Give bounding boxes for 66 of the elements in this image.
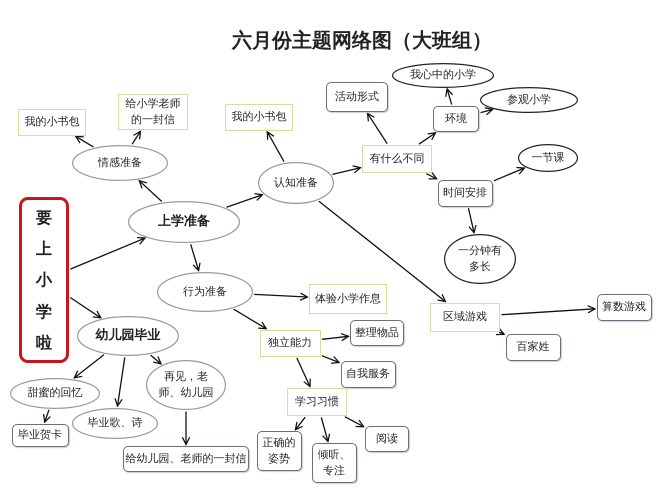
topic-box: 体验小学作息	[309, 284, 387, 314]
arrow	[322, 355, 340, 364]
arrow	[70, 236, 146, 270]
topic-ellipse: 参观小学	[480, 87, 578, 113]
topic-box: 自我服务	[340, 360, 396, 388]
topic-box: 我的小书包	[225, 104, 293, 130]
arrow	[190, 244, 201, 272]
arrow	[426, 172, 438, 180]
topic-box: 有什么不同	[362, 145, 432, 173]
topic-box: 给幼儿园、老师的一封信	[123, 446, 249, 472]
arrow	[266, 131, 285, 162]
arrow	[75, 136, 94, 148]
arrow	[226, 193, 264, 208]
topic-box: 时间安排	[438, 180, 492, 206]
topic-box: 我的小书包	[18, 108, 86, 136]
topic-box: 算数游戏	[596, 294, 652, 320]
topic-box: 环境	[433, 106, 479, 132]
title: 六月份主题网络图（大班组）	[232, 27, 492, 54]
arrow	[296, 358, 311, 388]
arrow	[494, 166, 526, 182]
arrow	[468, 208, 477, 234]
arrow	[254, 292, 308, 301]
arrow	[150, 354, 162, 365]
topic-box: 百家姓	[506, 334, 560, 360]
topic-ellipse: 我心中的小学	[392, 62, 494, 88]
topic-ellipse: 情感准备	[72, 145, 168, 181]
arrow	[480, 107, 494, 116]
topic-ellipse: 行为准备	[157, 272, 253, 312]
arrow	[501, 305, 596, 316]
arrow	[318, 200, 446, 302]
arrow	[332, 165, 362, 176]
topic-box: 要上小学啦	[19, 197, 69, 363]
topic-box: 给小学老师的一封信	[118, 94, 188, 130]
topic-box: 活动形式	[326, 82, 388, 112]
arrow	[114, 357, 126, 407]
topic-ellipse: 甜蜜的回忆	[10, 378, 100, 408]
arrow	[445, 88, 454, 105]
arrow	[320, 417, 330, 442]
arrow	[182, 412, 190, 446]
arrow	[43, 410, 52, 423]
topic-ellipse: 一节课	[518, 144, 578, 172]
arrow	[138, 180, 162, 202]
arrow	[132, 130, 142, 145]
topic-ellipse: 再见，老师、幼儿园	[146, 360, 226, 410]
topic-ellipse: 幼儿园毕业	[77, 316, 179, 356]
topic-box: 学习习惯	[287, 388, 347, 416]
topic-box: 阅读	[365, 426, 409, 452]
topic-box: 独立能力	[260, 330, 320, 356]
arrow	[70, 296, 102, 319]
arrow	[366, 112, 388, 144]
topic-ellipse: 上学准备	[128, 201, 240, 243]
arrow	[233, 308, 267, 330]
topic-ellipse: 一分钟有多长	[444, 234, 516, 284]
arrow	[74, 354, 104, 379]
topic-box: 倾听、专注	[312, 443, 356, 483]
arrow	[322, 332, 350, 342]
arrow	[344, 416, 364, 428]
arrow	[495, 327, 505, 336]
topic-box: 整理物品	[350, 320, 404, 346]
topic-ellipse: 毕业歌、诗	[72, 408, 158, 438]
arrow	[418, 132, 436, 145]
topic-box: 区域游戏	[430, 302, 500, 332]
topic-box: 正确的姿势	[256, 431, 302, 471]
topic-ellipse: 认知准备	[258, 162, 334, 204]
arrow	[294, 416, 306, 430]
topic-box: 毕业贺卡	[12, 424, 68, 446]
